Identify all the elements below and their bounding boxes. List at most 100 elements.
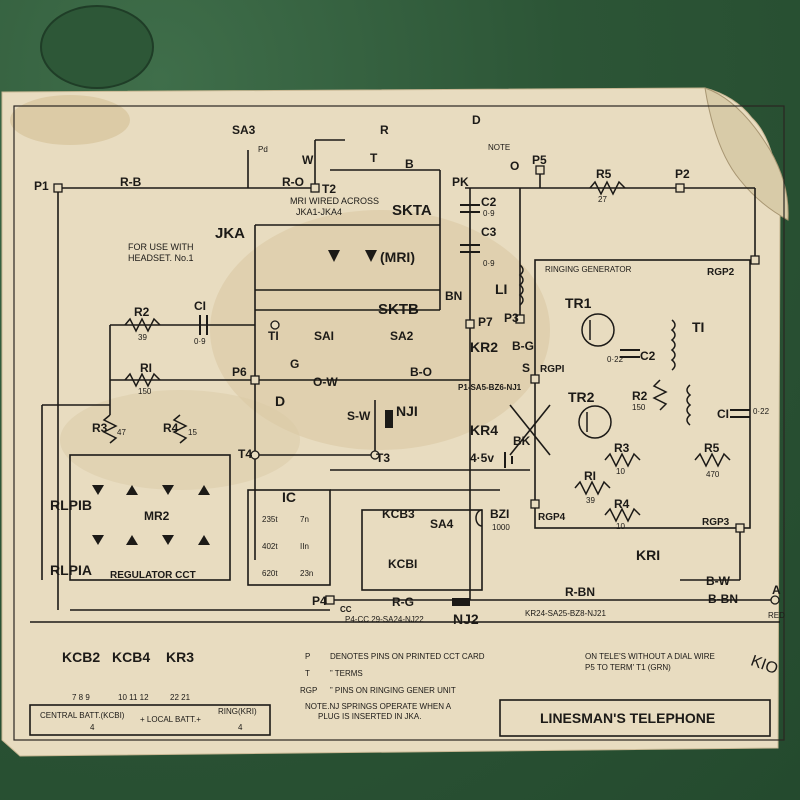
label-t: T xyxy=(370,151,378,165)
label-v45: 4·5v xyxy=(470,451,494,465)
resistor-r3b xyxy=(604,452,641,468)
label-ic1: 235t xyxy=(262,515,278,524)
label-r5-val: 27 xyxy=(598,195,607,204)
label-ic2: 402t xyxy=(262,542,278,551)
legend-sym-t: T xyxy=(305,669,310,678)
legend-sym-rgp: RGP xyxy=(300,686,317,695)
label-rlp1b: RLPIB xyxy=(50,497,92,513)
label-a: A xyxy=(772,583,781,597)
label-rgp4: RGP4 xyxy=(538,512,566,523)
label-ic: IC xyxy=(282,489,296,505)
legend-text-p: DENOTES PINS ON PRINTED CCT CARD xyxy=(330,652,485,661)
label-b: B xyxy=(405,157,414,171)
label-kcb1: KCBI xyxy=(388,557,417,571)
transistor-tr1 xyxy=(581,313,615,347)
label-r-top: R xyxy=(380,123,389,137)
label-rgp3: RGP3 xyxy=(702,517,730,528)
batt-ring-sub: 4 xyxy=(238,723,243,732)
resistors xyxy=(102,180,731,523)
nj-blocks xyxy=(385,410,470,606)
label-t1: TI xyxy=(692,319,704,335)
batt-ring: RING(KRI) xyxy=(218,707,257,716)
label-c3: C3 xyxy=(481,225,497,239)
legend-sym-p: P xyxy=(305,652,310,661)
label-c1b: CI xyxy=(717,407,729,421)
label-d-mid: D xyxy=(275,393,285,409)
resistor-r5b xyxy=(694,452,731,468)
label-nj2: NJ2 xyxy=(453,611,479,627)
label-b-bn: B-BN xyxy=(708,592,738,606)
label-r5: R5 xyxy=(596,167,612,181)
dial-note-2: P5 TO TERM' T1 (GRN) xyxy=(585,663,671,672)
label-note: NOTE xyxy=(488,143,510,152)
label-ic3b: 23n xyxy=(300,569,313,578)
transformer-t1 xyxy=(670,319,692,426)
label-b-w: B-W xyxy=(706,574,731,588)
resistor-r2 xyxy=(124,317,161,333)
label-skta: SKTA xyxy=(392,202,432,219)
label-r3b: R3 xyxy=(614,441,630,455)
buzzer xyxy=(475,509,483,527)
diodes xyxy=(92,250,377,545)
batt xyxy=(504,452,513,468)
label-r3-val: 47 xyxy=(117,428,126,437)
label-c1: CI xyxy=(194,299,206,313)
label-r-g: R-G xyxy=(392,595,414,609)
resistor-r1 xyxy=(124,372,161,388)
label-l1: LI xyxy=(495,281,507,297)
label-r1b: RI xyxy=(584,469,596,483)
batt-central: CENTRAL BATT.(KCBI) xyxy=(40,711,125,720)
note-headset-2: HEADSET. No.1 xyxy=(128,253,194,263)
label-rgp1: RGPI xyxy=(540,364,565,375)
legend-text-rgp: ” PINS ON RINGING GENER UNIT xyxy=(330,686,456,695)
transistor-tr2 xyxy=(578,405,612,439)
label-c2b: C2 xyxy=(640,349,656,363)
label-tr1: TR1 xyxy=(565,295,592,311)
label-o: O xyxy=(510,159,519,173)
batt-local: + LOCAL BATT.+ xyxy=(140,715,201,724)
legend-text-t: ” TERMS xyxy=(330,669,363,678)
label-ic2b: IIn xyxy=(300,542,309,551)
label-nj1: NJI xyxy=(396,403,418,419)
label-w: W xyxy=(302,153,314,167)
label-pk: PK xyxy=(452,175,469,189)
key-kcb2: KCB2 xyxy=(62,649,100,665)
key-pins-kr3: 22 21 xyxy=(170,693,191,702)
label-kcb3: KCB3 xyxy=(382,507,415,521)
resistor-r3 xyxy=(102,414,118,444)
label-mri: (MRI) xyxy=(380,249,415,265)
label-bz1-val: 1000 xyxy=(492,523,510,532)
peeled-corner xyxy=(704,87,789,221)
key-kr3: KR3 xyxy=(166,649,194,665)
key-pins-kcb2: 7 8 9 xyxy=(72,693,90,702)
resistor-r4b xyxy=(604,507,641,523)
stain-3 xyxy=(60,390,300,490)
case-knob xyxy=(40,5,154,89)
label-p3: P3 xyxy=(504,311,519,325)
label-g: G xyxy=(290,357,299,371)
resistor-r4 xyxy=(172,414,188,444)
stain-1 xyxy=(210,210,550,450)
coils xyxy=(518,264,692,426)
label-r-bn: R-BN xyxy=(565,585,595,599)
label-p1: P1 xyxy=(34,179,49,193)
stain-2 xyxy=(10,95,130,145)
label-sa3: SA3 xyxy=(232,123,256,137)
note-headset-1: FOR USE WITH xyxy=(128,242,194,252)
label-r-b: R-B xyxy=(120,175,142,189)
note-mri-1: MRI WIRED ACROSS xyxy=(290,196,379,206)
label-tr2: TR2 xyxy=(568,389,595,405)
label-p6: P6 xyxy=(232,365,247,379)
label-t3: T3 xyxy=(376,451,390,465)
label-kr2: KR2 xyxy=(470,339,498,355)
label-r3b-val: 10 xyxy=(616,467,625,476)
label-d-top: D xyxy=(472,113,481,127)
label-r1: RI xyxy=(140,361,152,375)
key-kcb4: KCB4 xyxy=(112,649,150,665)
diagram-title: LINESMAN'S TELEPHONE xyxy=(540,710,715,726)
label-bk: BK xyxy=(513,434,531,448)
label-ic1b: 7n xyxy=(300,515,309,524)
label-p4-route: P4-CC 29-SA24-NJ22 xyxy=(345,615,424,624)
label-cc: CC xyxy=(340,605,352,614)
